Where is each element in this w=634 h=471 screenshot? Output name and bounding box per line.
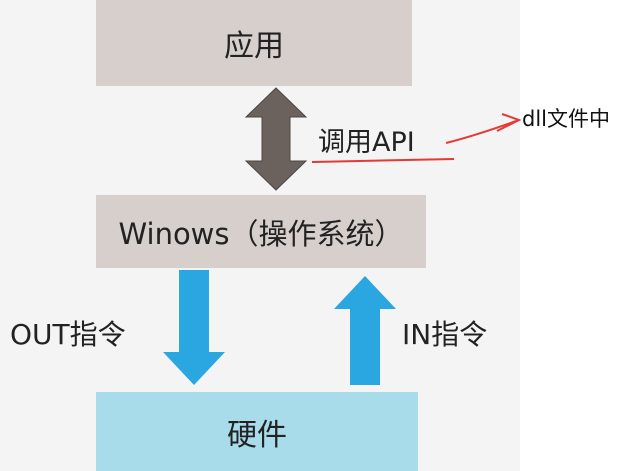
os-box: Winows（操作系统）: [96, 195, 426, 268]
out-instruction-label: OUT指令: [10, 318, 126, 351]
api-call-label: 调用API: [318, 127, 415, 158]
out-down-arrow: [163, 270, 225, 385]
dll-annotation-label: dll文件中: [522, 107, 610, 131]
annotation-underline: [311, 158, 455, 163]
api-double-arrow: [244, 87, 308, 191]
hardware-box: 硬件: [96, 392, 418, 471]
in-instruction-label: IN指令: [402, 318, 488, 351]
annotation-arrowhead: [496, 113, 522, 132]
annotation-arrow: [445, 119, 520, 144]
application-box: 应用: [96, 0, 412, 86]
in-up-arrow: [334, 276, 396, 385]
